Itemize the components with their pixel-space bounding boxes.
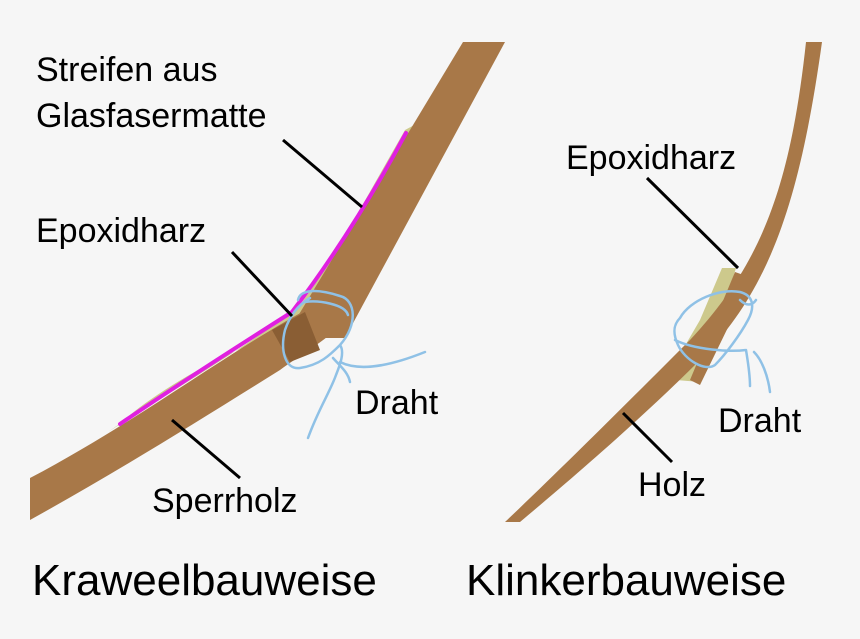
leader-wood — [621, 411, 674, 464]
wire-loop-left — [281, 289, 427, 440]
caption-carvel: Kraweelbauweise — [32, 556, 377, 605]
caption-clinker: Klinkerbauweise — [466, 556, 786, 605]
clinker-construction-diagram: Epoxidharz Draht Holz Klinkerbauweise — [466, 42, 822, 605]
upper-plank — [298, 42, 505, 338]
overlap-plank — [690, 272, 752, 385]
lower-plank — [30, 305, 350, 520]
glass-fiber-strip — [118, 131, 408, 426]
outer-plank — [505, 42, 822, 522]
label-wire-left: Draht — [355, 384, 439, 422]
label-wood: Holz — [638, 466, 706, 504]
label-wire-right: Draht — [718, 402, 802, 440]
leader-epoxy-left — [230, 250, 294, 318]
label-fiber-line1: Streifen aus — [36, 51, 217, 89]
label-epoxy-left: Epoxidharz — [36, 212, 206, 250]
leader-fiber — [282, 138, 363, 209]
leader-plywood — [171, 418, 241, 480]
leader-epoxy-right — [645, 176, 740, 270]
label-epoxy-right: Epoxidharz — [566, 139, 736, 177]
carvel-construction-diagram: Streifen aus Glasfasermatte Epoxidharz D… — [30, 42, 505, 605]
label-fiber-line2: Glasfasermatte — [36, 97, 267, 135]
label-plywood: Sperrholz — [152, 482, 298, 520]
wire-loop-right — [673, 289, 772, 394]
